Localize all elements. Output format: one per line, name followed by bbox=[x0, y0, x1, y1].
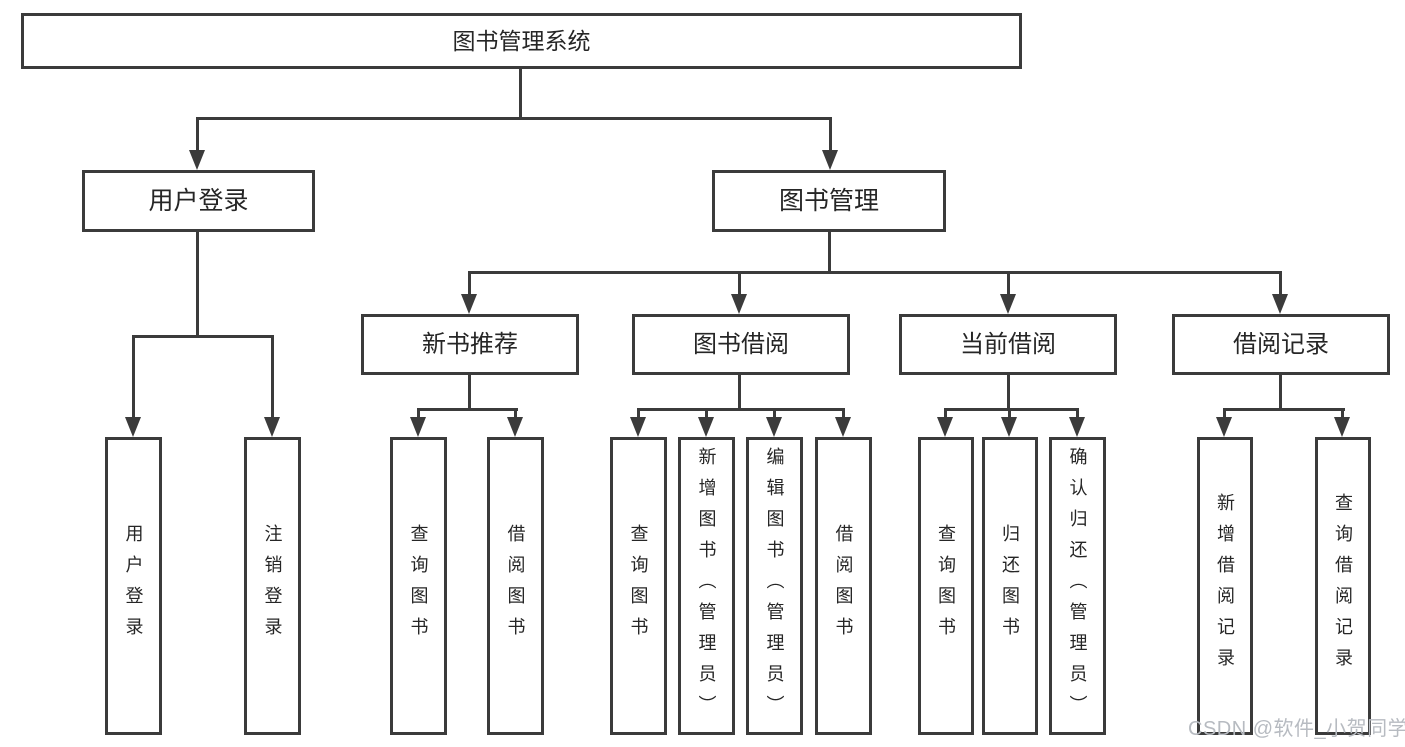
node-label: 归还图书 bbox=[1000, 524, 1020, 648]
connector-line bbox=[738, 271, 741, 297]
connector-line bbox=[468, 375, 471, 408]
node-root-library-system: 图书管理系统 bbox=[21, 13, 1022, 69]
node-leaf-query-books-current: 查询图书 bbox=[918, 437, 974, 735]
node-leaf-confirm-return-admin: 确认归还（管理员） bbox=[1049, 437, 1106, 735]
arrowhead-down-icon bbox=[1216, 417, 1232, 437]
node-label: 查询图书 bbox=[628, 524, 649, 648]
connector-line bbox=[773, 408, 776, 420]
node-label: 借阅图书 bbox=[833, 524, 854, 648]
connector-line bbox=[944, 408, 1079, 411]
node-label: 查询图书 bbox=[408, 524, 429, 648]
arrowhead-down-icon bbox=[835, 417, 851, 437]
node-label: 图书管理系统 bbox=[452, 27, 591, 54]
node-book-borrowing: 图书借阅 bbox=[632, 314, 850, 375]
connector-line bbox=[1223, 408, 1345, 411]
node-label: 确认归还（管理员） bbox=[1067, 446, 1088, 726]
connector-line bbox=[637, 408, 845, 411]
connector-line bbox=[1279, 375, 1282, 408]
node-new-book-recommend: 新书推荐 bbox=[361, 314, 579, 375]
arrowhead-down-icon bbox=[822, 150, 838, 170]
arrowhead-down-icon bbox=[1272, 294, 1288, 314]
connector-line bbox=[1007, 375, 1010, 408]
connector-line bbox=[196, 232, 199, 335]
node-leaf-query-books-borrowing: 查询图书 bbox=[610, 437, 667, 735]
connector-line bbox=[132, 335, 274, 338]
node-label: 查询图书 bbox=[936, 524, 956, 648]
arrowhead-down-icon bbox=[766, 417, 782, 437]
arrowhead-down-icon bbox=[630, 417, 646, 437]
node-book-management-module: 图书管理 bbox=[712, 170, 946, 232]
node-label: 借阅记录 bbox=[1233, 330, 1329, 358]
node-label: 查询借阅记录 bbox=[1333, 493, 1353, 679]
arrowhead-down-icon bbox=[461, 294, 477, 314]
connector-line bbox=[944, 408, 947, 420]
csdn-watermark: CSDN @软件_小贺同学 bbox=[1188, 718, 1405, 740]
node-leaf-return-book: 归还图书 bbox=[982, 437, 1038, 735]
node-label: 用户登录 bbox=[148, 186, 249, 215]
connector-line bbox=[829, 117, 832, 153]
arrowhead-down-icon bbox=[937, 417, 953, 437]
node-label: 新增借阅记录 bbox=[1215, 493, 1235, 679]
node-leaf-query-borrow-record: 查询借阅记录 bbox=[1315, 437, 1371, 735]
arrowhead-down-icon bbox=[125, 417, 141, 437]
node-leaf-user-login: 用户登录 bbox=[105, 437, 162, 735]
connector-line bbox=[637, 408, 640, 420]
node-label: 编辑图书（管理员） bbox=[764, 446, 785, 726]
arrowhead-down-icon bbox=[507, 417, 523, 437]
connector-line bbox=[1008, 408, 1011, 420]
arrowhead-down-icon bbox=[264, 417, 280, 437]
node-leaf-add-book-admin: 新增图书（管理员） bbox=[678, 437, 735, 735]
node-label: 借阅图书 bbox=[505, 524, 526, 648]
arrowhead-down-icon bbox=[189, 150, 205, 170]
connector-line bbox=[271, 335, 274, 419]
arrowhead-down-icon bbox=[698, 417, 714, 437]
connector-line bbox=[738, 375, 741, 408]
node-user-login-module: 用户登录 bbox=[82, 170, 315, 232]
connector-line bbox=[514, 408, 517, 420]
connector-line bbox=[519, 69, 522, 117]
node-current-borrowing: 当前借阅 bbox=[899, 314, 1117, 375]
arrowhead-down-icon bbox=[1334, 417, 1350, 437]
connector-line bbox=[1076, 408, 1079, 420]
connector-line bbox=[468, 271, 1282, 274]
node-borrowing-records: 借阅记录 bbox=[1172, 314, 1390, 375]
node-label: 用户登录 bbox=[123, 524, 144, 648]
node-leaf-borrow-books: 借阅图书 bbox=[815, 437, 872, 735]
node-label: 图书管理 bbox=[778, 186, 879, 215]
connector-line bbox=[1007, 271, 1010, 297]
node-leaf-logout: 注销登录 bbox=[244, 437, 301, 735]
arrowhead-down-icon bbox=[410, 417, 426, 437]
node-label: 新书推荐 bbox=[422, 330, 518, 358]
node-leaf-query-books-recommend: 查询图书 bbox=[390, 437, 447, 735]
arrowhead-down-icon bbox=[1001, 417, 1017, 437]
node-label: 图书借阅 bbox=[693, 330, 789, 358]
node-leaf-edit-book-admin: 编辑图书（管理员） bbox=[746, 437, 803, 735]
connector-line bbox=[196, 117, 199, 153]
node-leaf-add-borrow-record: 新增借阅记录 bbox=[1197, 437, 1253, 735]
node-label: 当前借阅 bbox=[960, 330, 1056, 358]
connector-line bbox=[828, 232, 831, 271]
connector-line bbox=[842, 408, 845, 420]
connector-line bbox=[132, 335, 135, 419]
arrowhead-down-icon bbox=[731, 294, 747, 314]
connector-line bbox=[705, 408, 708, 420]
arrowhead-down-icon bbox=[1069, 417, 1085, 437]
connector-line bbox=[196, 117, 832, 120]
connector-line bbox=[417, 408, 420, 420]
connector-line bbox=[417, 408, 518, 411]
arrowhead-down-icon bbox=[1000, 294, 1016, 314]
connector-line bbox=[468, 271, 471, 297]
node-leaf-borrow-books-recommend: 借阅图书 bbox=[487, 437, 544, 735]
node-label: 注销登录 bbox=[262, 524, 283, 648]
connector-line bbox=[1279, 271, 1282, 297]
node-label: 新增图书（管理员） bbox=[696, 446, 717, 726]
connector-line bbox=[1341, 408, 1344, 420]
connector-line bbox=[1223, 408, 1226, 420]
